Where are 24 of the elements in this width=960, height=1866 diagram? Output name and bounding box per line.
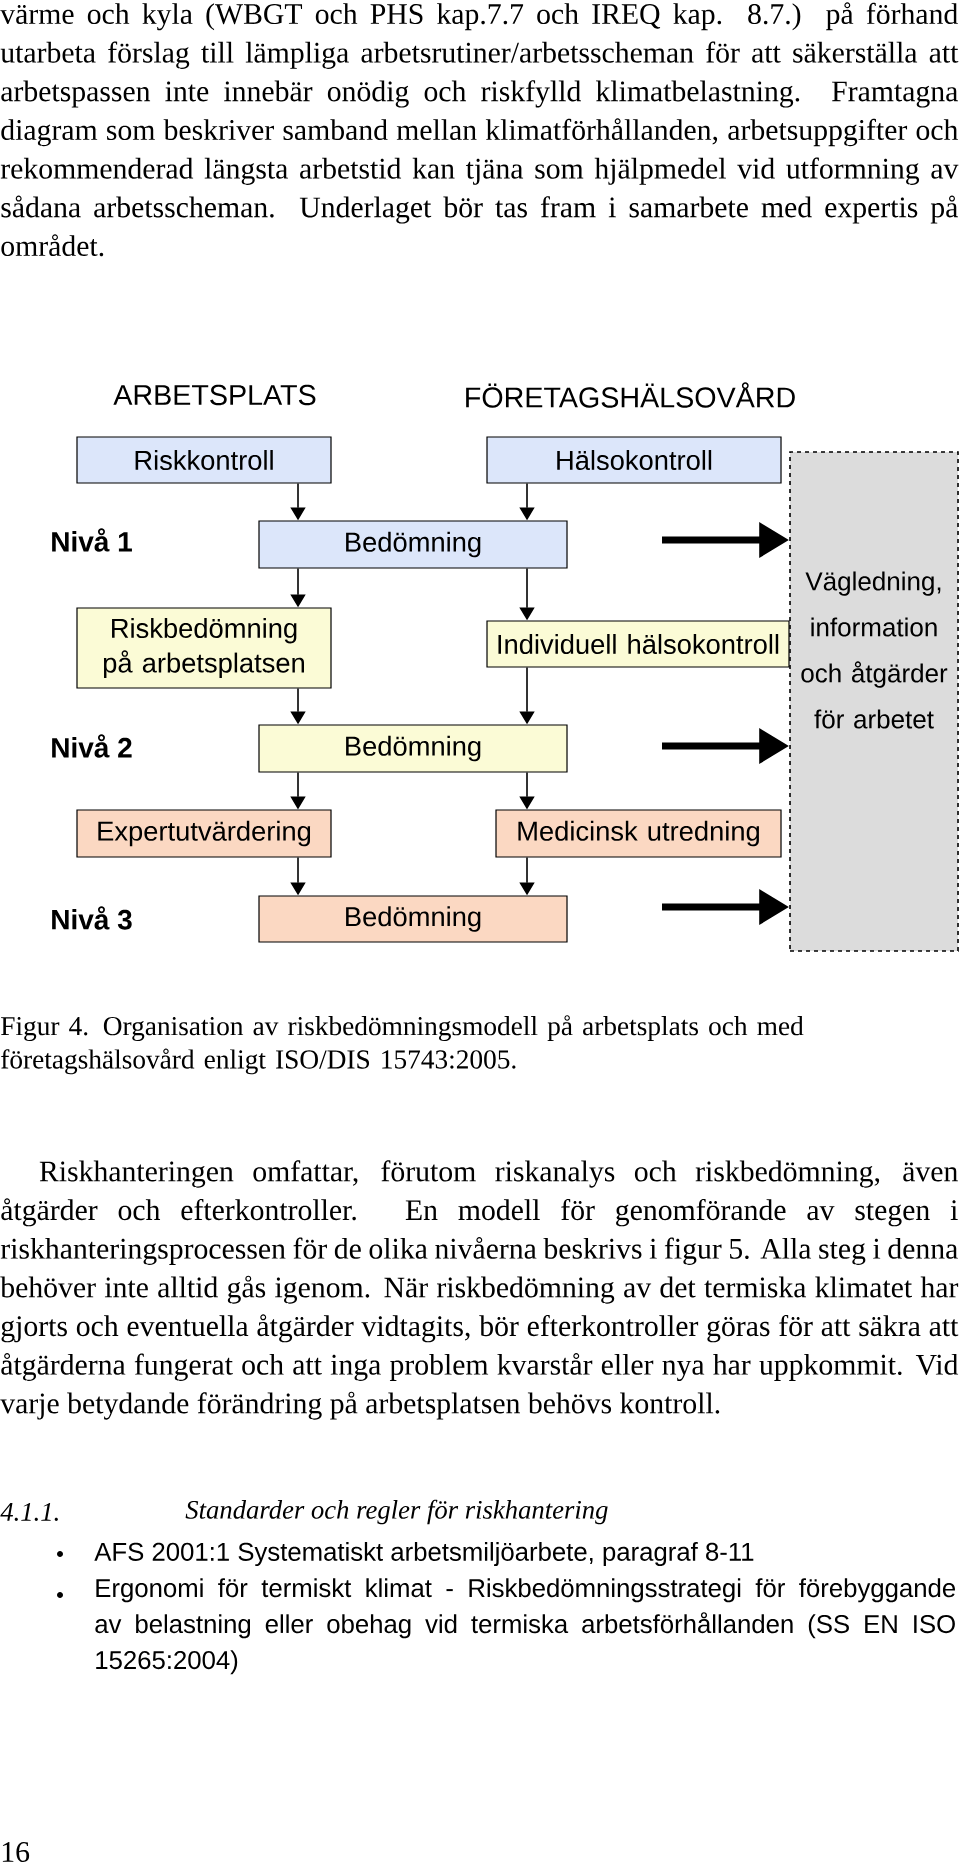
column-heading: ARBETSPLATS bbox=[113, 384, 316, 406]
process-box: Bedömning bbox=[258, 895, 568, 943]
process-box: Riskbedömning på arbetsplatsen bbox=[76, 607, 332, 689]
section-number: 4.1.1. bbox=[0, 1503, 58, 1521]
level-label: Nivå 1 bbox=[52, 528, 132, 552]
column-heading: FÖRETAGSHÄLSOVÅRD bbox=[466, 382, 795, 408]
page-number: 16 bbox=[2, 1842, 30, 1862]
body-paragraph: Riskhanteringen omfattar, förutom riskanalys och riskbedömning, även åtgärder och efterkontroller. En modell för genomförande av stegen i riskhanteringsprocessen för de olika nivåerna beskrivs i figur 5. Alla steg i denna behöver inte alltid gås igenom. När riskbedömning av det termiska klimatet har gjorts och eventuella åtgärder vidtagits, bör efterkontroller göras för att säkra att åtgärderna fungerat och att inga problem kvarstår eller nya har uppkommit. Vid varje betydande förändring på arbetsplatsen behövs kontroll. bbox=[0, 1160, 959, 1420]
box-text: Vägledning, information och åtgärder för arbetet bbox=[801, 571, 948, 729]
process-box: Medicinsk utredning bbox=[495, 809, 782, 858]
section-heading: Standarder och regler för riskhantering bbox=[185, 1499, 608, 1525]
bullet-text: Ergonomi för termiskt klimat - Riskbedömningsstrategi för förebyggande av belastning eller obehag vid termiska arbetsförhållanden (SS EN ISO 15265:2004) bbox=[95, 1578, 955, 1675]
process-box: Riskkontroll bbox=[76, 436, 332, 484]
figure-caption: Figur 4. Organisation av riskbedömningsmodell på arbetsplats och med företagshälsovård enligt ISO/DIS 15743:2005. bbox=[1, 1015, 804, 1075]
process-box: Hälsokontroll bbox=[486, 436, 782, 484]
process-box: Expertutvärdering bbox=[76, 809, 332, 858]
body-paragraph: värme och kyla (WBGT och PHS kap.7.7 och IREQ kap. 8.7.) på förhand utarbeta förslag till lämpliga arbetsrutiner/arbetsscheman för att säkerställa att arbetspassen inte innebär onödig och riskfylld klimatbelastning. Framtagna diagram som beskriver samband mellan klimatförhållanden, arbetsuppgifter och rekommenderad längsta arbetstid kan tjäna som hjälpmedel vid utformning av sådana arbetsscheman. Underlaget bör tas fram i samarbete med expertis på området. bbox=[0, 2, 959, 257]
level-label: Nivå 2 bbox=[52, 734, 132, 758]
bullet-text: AFS 2001:1 Systematiskt arbetsmiljöarbete, paragraf 8-11 bbox=[94, 1542, 754, 1566]
guidance-box bbox=[789, 451, 959, 952]
level-label: Nivå 3 bbox=[52, 906, 132, 930]
process-box: Bedömning bbox=[258, 724, 568, 773]
process-box: Bedömning bbox=[258, 520, 568, 569]
process-box: Individuell hälsokontroll bbox=[486, 620, 790, 668]
